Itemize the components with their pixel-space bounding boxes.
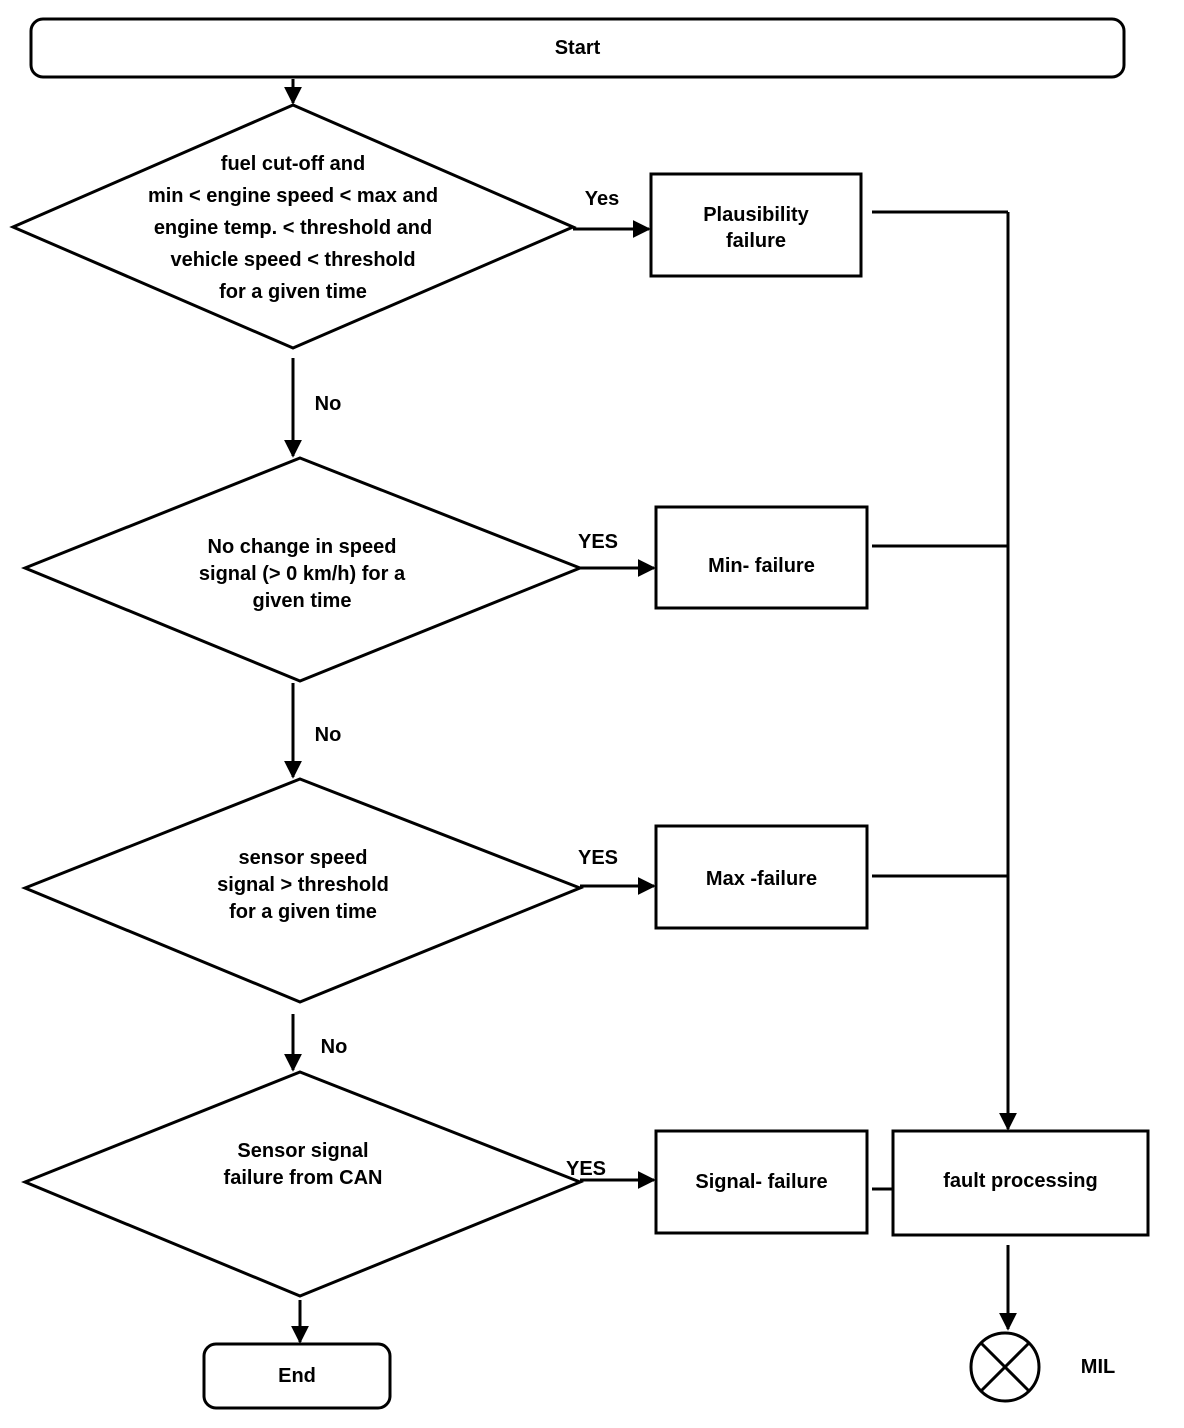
plausibility-failure-line2: failure [725, 230, 787, 252]
plausibility-failure-line1: Plausibility [703, 204, 809, 226]
decision-diamond-min [21, 456, 585, 683]
start-terminator [29, 17, 1126, 79]
decision2-text: No change in speed signal (> 0 km/h) for… [152, 534, 452, 615]
max-failure-box [654, 824, 869, 930]
decision-diamond-plausibility [9, 103, 577, 350]
end-label: End [278, 1365, 316, 1387]
decision4-line2: failure from CAN [223, 1167, 383, 1189]
decision2-line1: No change in speed [207, 536, 397, 558]
signal-failure-box [654, 1129, 869, 1235]
decision3-line1: sensor speed [238, 847, 368, 869]
fault-processing-box [891, 1129, 1150, 1237]
no-label-3: No [320, 1036, 348, 1058]
no-label-2: No [314, 724, 342, 746]
decision1-line1: fuel cut-off and [220, 153, 366, 175]
yes-label-2: YES [577, 531, 619, 553]
decision-diamond-max [21, 777, 585, 1004]
plausibility-failure-box [649, 172, 863, 278]
decision4-text: Sensor signal failure from CAN [153, 1138, 453, 1192]
signal-failure-label: Signal- failure [695, 1171, 828, 1193]
end-terminator [202, 1342, 392, 1410]
mil-label: MIL [1080, 1356, 1116, 1378]
no-label-1: No [314, 393, 342, 415]
decision1-text: fuel cut-off and min < engine speed < ma… [93, 148, 493, 308]
yes-label-4: YES [565, 1158, 607, 1180]
decision2-line2: signal (> 0 km/h) for a [198, 563, 406, 585]
min-failure-box [654, 505, 869, 610]
decision1-line2: min < engine speed < max and [147, 185, 439, 207]
decision3-text: sensor speed signal > threshold for a gi… [153, 845, 453, 926]
mil-lamp-icon [969, 1331, 1041, 1403]
decision1-line4: vehicle speed < threshold [170, 249, 416, 271]
decision3-line2: signal > threshold [217, 874, 389, 896]
decision-diamond-can [21, 1070, 585, 1298]
min-failure-label: Min- failure [708, 555, 815, 577]
start-label: Start [554, 37, 601, 59]
max-failure-label: Max -failure [705, 868, 818, 890]
plausibility-failure-text: Plausibility failure [651, 202, 861, 254]
yes-label-1: Yes [584, 188, 620, 210]
decision1-line3: engine temp. < threshold and [153, 217, 433, 239]
yes-label-3: YES [577, 847, 619, 869]
fault-processing-label: fault processing [943, 1170, 1098, 1192]
decision3-line3: for a given time [229, 901, 377, 923]
decision4-line1: Sensor signal [237, 1140, 369, 1162]
decision1-line5: for a given time [219, 281, 367, 303]
decision2-line3: given time [252, 590, 352, 612]
